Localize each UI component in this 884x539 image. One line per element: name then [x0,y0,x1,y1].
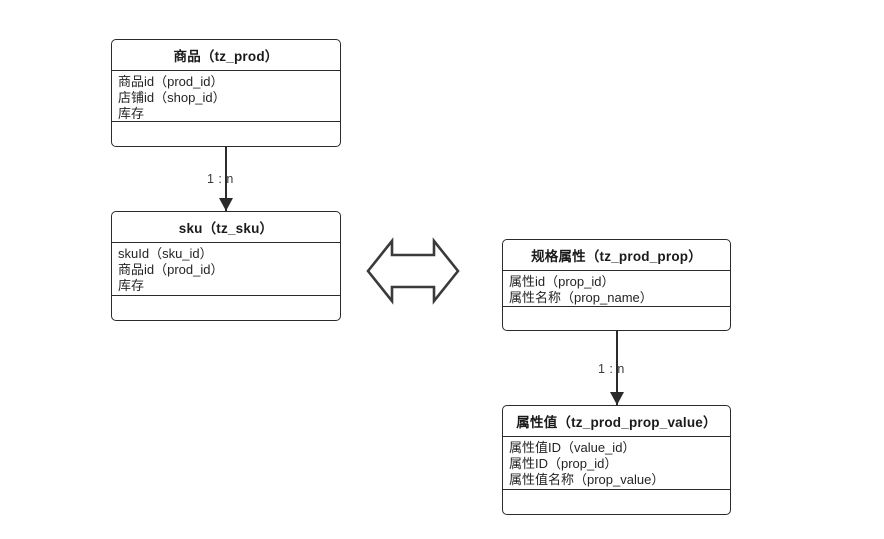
entity-fields-tz-sku: skuId（sku_id） 商品id（prod_id） 库存 [112,243,340,296]
field-row: skuId（sku_id） [118,246,213,261]
arrowhead-icon [610,392,624,405]
cardinality-label: 1 : n [207,172,234,186]
field-row: 商品id（prod_id） [118,262,224,277]
field-row: 店铺id（shop_id） [118,90,226,105]
field-row: 属性ID（prop_id） [509,456,618,471]
arrowhead-icon [219,198,233,211]
entity-header-tz-prod-prop-value: 属性值（tz_prod_prop_value） [503,406,730,437]
entity-footer-tz-prod-prop [503,307,730,330]
entity-header-tz-sku: sku（tz_sku） [112,212,340,243]
double-headed-arrow-icon [366,236,460,306]
entity-box-tz-prod-prop-value[interactable]: 属性值（tz_prod_prop_value） 属性值ID（value_id） … [502,405,731,515]
entity-box-tz-sku[interactable]: sku（tz_sku） skuId（sku_id） 商品id（prod_id） … [111,211,341,321]
entity-fields-tz-prod: 商品id（prod_id） 店铺id（shop_id） 库存 [112,71,340,122]
entity-box-tz-prod[interactable]: 商品（tz_prod） 商品id（prod_id） 店铺id（shop_id） … [111,39,341,147]
field-row: 库存 [118,278,145,293]
connector-line [616,331,618,405]
field-row: 商品id（prod_id） [118,74,224,89]
field-row: 属性值名称（prop_value） [509,472,665,487]
entity-box-tz-prod-prop[interactable]: 规格属性（tz_prod_prop） 属性id（prop_id） 属性名称（pr… [502,239,731,331]
field-row: 属性值ID（value_id） [509,440,636,455]
entity-header-tz-prod: 商品（tz_prod） [112,40,340,71]
connector-line [225,147,227,211]
field-row: 库存 [118,106,145,121]
entity-footer-tz-sku [112,296,340,320]
entity-footer-tz-prod-prop-value [503,490,730,514]
entity-header-tz-prod-prop: 规格属性（tz_prod_prop） [503,240,730,271]
cardinality-label: 1 : n [598,362,625,376]
field-row: 属性名称（prop_name） [509,290,653,305]
entity-fields-tz-prod-prop-value: 属性值ID（value_id） 属性ID（prop_id） 属性值名称（prop… [503,437,730,490]
field-row: 属性id（prop_id） [509,274,615,289]
entity-fields-tz-prod-prop: 属性id（prop_id） 属性名称（prop_name） [503,271,730,307]
entity-footer-tz-prod [112,122,340,146]
